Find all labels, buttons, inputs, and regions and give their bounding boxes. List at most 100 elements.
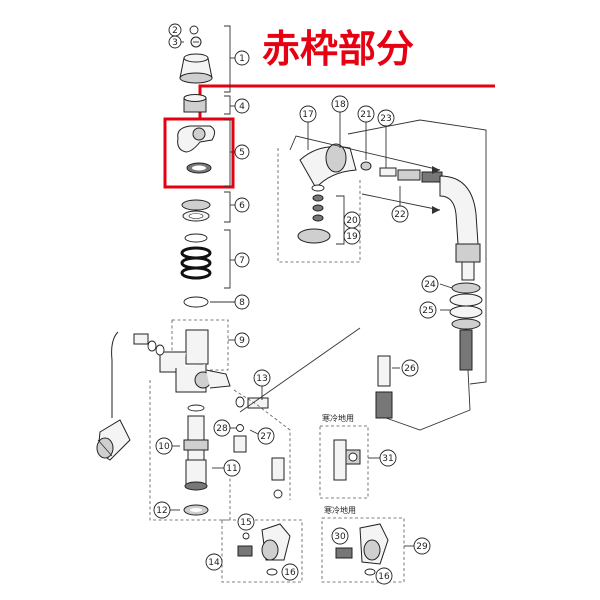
svg-text:26: 26 [404,364,416,374]
part-26-adapter [375,355,393,419]
svg-text:11: 11 [226,464,237,474]
label-23: 23 [377,109,395,127]
cold-region-label-2: 寒冷地用 [324,505,356,515]
part-24-25-rings [449,282,483,371]
label-3: 3 [168,35,182,49]
svg-text:15: 15 [240,518,251,528]
hose-line-lower [385,369,471,431]
svg-text:1: 1 [239,54,245,64]
dashed-box-14-16 [221,519,303,583]
svg-text:12: 12 [156,506,167,516]
svg-text:27: 27 [260,432,271,442]
label-20: 20 [343,211,361,229]
label-22: 22 [391,205,409,223]
svg-text:16: 16 [284,568,296,578]
heading-red-frame-part: 赤枠部分 [262,27,414,71]
part-3-screw [190,36,202,48]
label-18: 18 [331,95,349,113]
label-16a: 16 [281,563,299,581]
dashed-box-10-12 [149,380,231,521]
part-29-fitting [335,523,389,576]
part-12-seat [183,504,209,516]
svg-text:9: 9 [239,336,245,346]
part-1-handle-cap [179,53,213,84]
svg-text:6: 6 [239,201,245,211]
label-25: 25 [419,301,437,319]
part-14-fitting [237,523,291,576]
label-30: 30 [331,527,349,545]
label-7: 7 [234,252,250,268]
dashed-box-31 [319,425,369,499]
label-21: 21 [357,105,375,123]
part-17-18-shower-head [297,143,357,244]
svg-text:4: 4 [239,102,245,112]
svg-text:14: 14 [208,558,220,568]
part-9-valve-body [159,329,231,393]
svg-text:16: 16 [378,572,390,582]
label-8: 8 [234,294,250,310]
svg-text:22: 22 [394,210,405,220]
dashed-box-29 [321,517,405,583]
part-28-27-small-parts [233,396,269,453]
svg-text:5: 5 [239,148,245,158]
label-27: 27 [257,427,275,445]
label-28: 28 [213,419,231,437]
cold-region-label-1: 寒冷地用 [322,413,354,423]
label-13: 13 [253,369,271,387]
dashed-path-13 [233,389,291,500]
svg-text:13: 13 [256,374,267,384]
svg-text:23: 23 [380,114,391,124]
label-10: 10 [155,437,173,455]
svg-text:8: 8 [239,298,245,308]
part-6-washer [181,199,211,222]
label-15: 15 [237,513,255,531]
label-29: 29 [413,537,431,555]
label-11: 11 [223,459,241,477]
label-17: 17 [299,105,317,123]
label-6: 6 [234,197,250,213]
svg-text:24: 24 [424,280,436,290]
label-1: 1 [234,50,250,66]
svg-text:31: 31 [382,454,393,464]
left-hose-connector [96,331,165,461]
svg-text:21: 21 [360,110,371,120]
label-16b: 16 [375,567,393,585]
label-2: 2 [168,23,182,37]
part-hose-elbow [439,175,481,281]
label-24: 24 [421,275,439,293]
number-labels: 2 3 1 4 5 6 7 8 9 10 11 12 13 14 15 16 1… [153,23,439,585]
svg-text:10: 10 [158,442,170,452]
label-26: 26 [401,359,419,377]
part-2-screw [189,25,199,35]
part-21-washer [360,161,372,171]
part-8-ring [183,296,209,308]
part-7-spring [180,233,212,280]
part-4-nut [183,94,207,113]
part-31-fitting [333,439,361,481]
svg-text:19: 19 [346,232,358,242]
part-10-cartridge [183,404,209,491]
red-frame-highlight [163,117,235,189]
label-12: 12 [153,501,171,519]
label-19: 19 [343,227,361,245]
label-4: 4 [234,98,250,114]
hose-arrows [289,119,487,385]
label-5: 5 [234,144,250,160]
label-14: 14 [205,553,223,571]
diag-line-13 [239,327,361,413]
svg-text:18: 18 [334,100,346,110]
svg-text:17: 17 [302,110,313,120]
svg-text:25: 25 [422,306,433,316]
svg-text:20: 20 [346,216,358,226]
svg-text:7: 7 [239,256,245,266]
part-13-pipe-fitting [261,384,285,499]
svg-text:29: 29 [416,542,428,552]
svg-text:3: 3 [172,38,178,48]
label-31: 31 [379,449,397,467]
svg-text:28: 28 [216,424,228,434]
part-5-lever [177,125,216,174]
label-9: 9 [234,332,250,348]
svg-text:2: 2 [172,26,178,36]
